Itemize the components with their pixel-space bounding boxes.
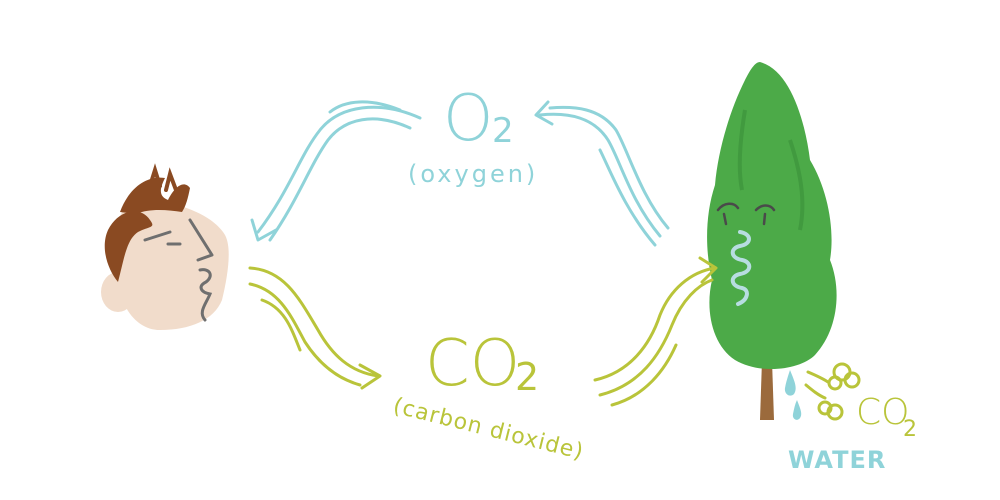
co2-puff-icon	[804, 362, 861, 421]
oxygen-name: (oxygen)	[408, 160, 538, 188]
tree-co2-subscript: 2	[903, 417, 917, 442]
oxygen-formula: O	[443, 82, 493, 156]
carbon-dioxide-flow-arrow	[248, 256, 718, 407]
carbon-dioxide-formula: CO	[425, 327, 520, 401]
oxygen-flow-arrow	[250, 100, 670, 247]
oxygen-subscript: 2	[492, 111, 514, 151]
tree-co2-formula: CO	[856, 392, 909, 433]
oxygen-label-group: O 2 (oxygen)	[408, 82, 538, 188]
carbon-dioxide-label-group: CO 2 (carbon dioxide)	[391, 327, 587, 465]
carbon-dioxide-name: (carbon dioxide)	[391, 394, 587, 466]
tree-icon	[707, 62, 837, 420]
carbon-dioxide-subscript: 2	[515, 355, 539, 399]
water-drops-icon	[784, 370, 802, 420]
water-label: WATER	[788, 446, 886, 474]
person-head-icon	[101, 163, 229, 330]
